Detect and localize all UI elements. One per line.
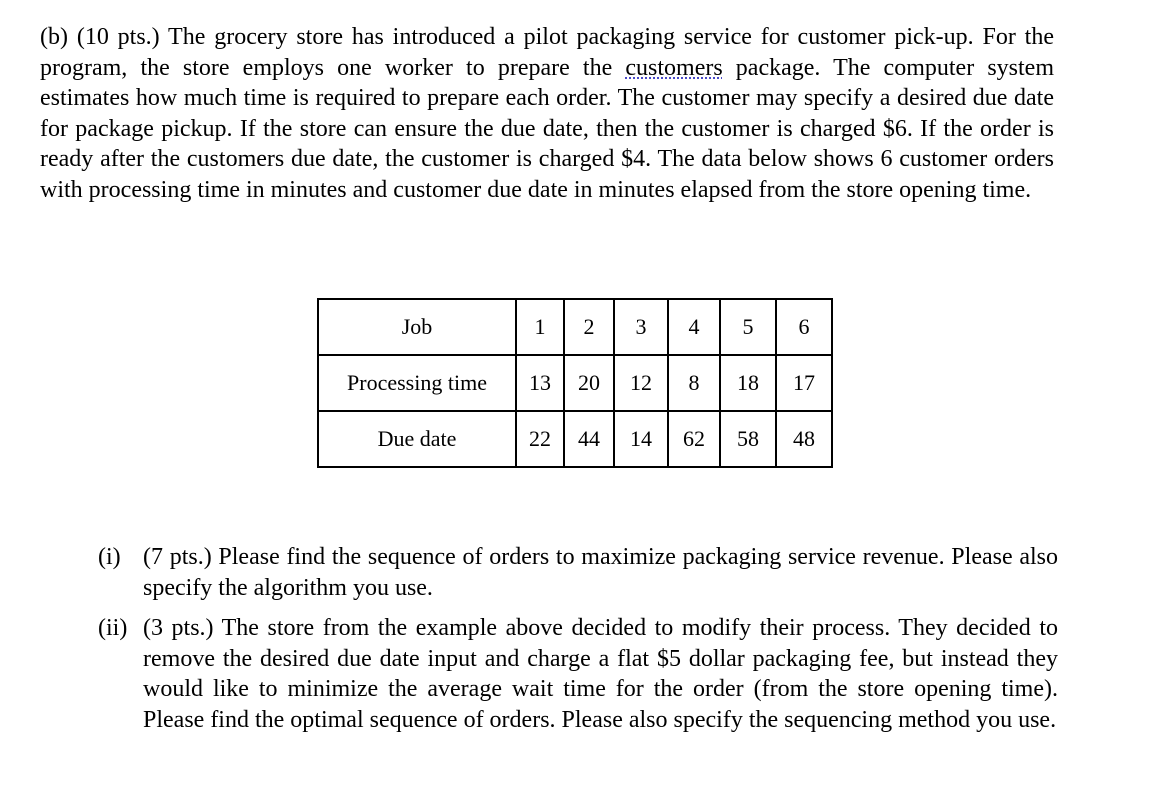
table-row-due-date: Due date 22 44 14 62 58 48: [317, 410, 833, 468]
question-i: (i) (7 pts.) Please find the sequence of…: [98, 542, 1058, 603]
table-cell: 14: [613, 410, 669, 468]
table-cell: 18: [719, 354, 777, 412]
table-cell: 20: [563, 354, 615, 412]
table-cell: 58: [719, 410, 777, 468]
table-cell: 2: [563, 298, 615, 356]
table-cell: 22: [515, 410, 565, 468]
table-cell: 12: [613, 354, 669, 412]
question-text: (7 pts.) Please find the sequence of ord…: [143, 544, 1058, 601]
spellcheck-underlined-word: customers: [625, 54, 723, 81]
table-cell: 3: [613, 298, 669, 356]
table-cell: 48: [775, 410, 833, 468]
table-row-job: Job 1 2 3 4 5 6: [317, 298, 833, 356]
row-label: Processing time: [317, 354, 517, 412]
table-cell: 13: [515, 354, 565, 412]
table-cell: 5: [719, 298, 777, 356]
question-number: (ii): [98, 615, 128, 641]
question-ii: (ii) (3 pts.) The store from the example…: [98, 613, 1058, 735]
table-cell: 8: [667, 354, 721, 412]
table-cell: 17: [775, 354, 833, 412]
row-label: Due date: [317, 410, 517, 468]
table-cell: 1: [515, 298, 565, 356]
table-cell: 44: [563, 410, 615, 468]
row-label: Job: [317, 298, 517, 356]
question-text: (3 pts.) The store from the example abov…: [143, 615, 1058, 733]
table-cell: 62: [667, 410, 721, 468]
table-cell: 6: [775, 298, 833, 356]
problem-statement: (b) (10 pts.) The grocery store has intr…: [40, 22, 1054, 205]
table-row-processing-time: Processing time 13 20 12 8 18 17: [317, 354, 833, 412]
problem-statement-part1: (b) (10 pts.) The grocery store has intr…: [40, 24, 1054, 81]
job-data-table: Job 1 2 3 4 5 6 Processing time 13 20 12…: [317, 298, 833, 468]
problem-statement-part2: package. The computer system estimates h…: [40, 54, 1054, 203]
question-number: (i): [98, 544, 121, 570]
table-cell: 4: [667, 298, 721, 356]
